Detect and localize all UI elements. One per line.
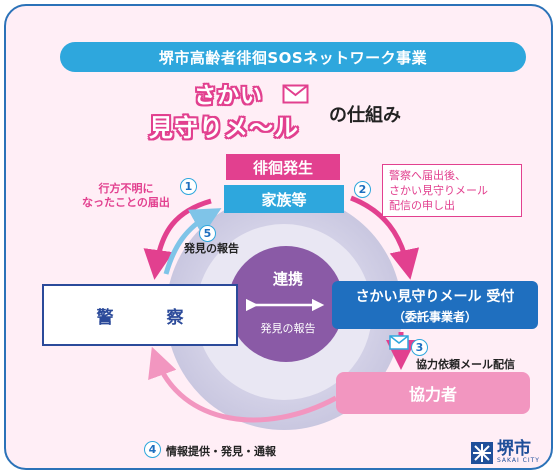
step1-badge: 1	[180, 178, 197, 195]
cooperation-label: 連携	[272, 270, 303, 288]
logo-subtitle: の仕組み	[329, 105, 401, 126]
family-box: 家族等	[224, 185, 344, 213]
diagram-canvas	[143, 194, 420, 430]
arrow-information	[148, 346, 338, 423]
mail-reception-subtitle: （委託事業者）	[392, 309, 477, 324]
sakai-city-logo: 堺市 SAKAI CITY	[471, 441, 540, 464]
diagram-card: 堺市高齢者徘徊SOSネットワーク事業 さかい 見守りメ〜ル の仕組み 徘徊発生 …	[4, 4, 553, 470]
cooperator-box: 協力者	[336, 372, 530, 414]
city-name: 堺市	[497, 439, 531, 459]
step5-text: 発見の報告	[184, 242, 239, 255]
step3-badge: 3	[411, 339, 428, 356]
step4-text: 情報提供・発見・通報	[166, 445, 276, 458]
logo-mimamori-mail: 見守りメ〜ル	[149, 114, 299, 142]
step5-badge: 5	[199, 225, 216, 242]
envelope-icon	[389, 335, 409, 350]
program-title-banner: 堺市高齢者徘徊SOSネットワーク事業	[60, 42, 526, 72]
arrow-discovery-report	[163, 208, 222, 275]
arrow-report-missing	[143, 198, 212, 280]
step1-text: 行方不明に なったことの届出	[82, 182, 170, 209]
step2-text: 警察へ届出後、 さかい見守りメール 配信の申し出	[382, 164, 522, 217]
police-box: 警 察	[42, 284, 238, 346]
wandering-occurs-box: 徘徊発生	[226, 154, 340, 180]
arrow-mail-request	[350, 195, 420, 280]
step2-badge: 2	[354, 181, 371, 198]
envelope-icon	[282, 84, 309, 104]
city-caption: SAKAI CITY	[497, 457, 540, 464]
logo-sakai: さかい	[194, 84, 264, 109]
sakai-city-mark-icon	[471, 441, 493, 464]
mail-reception-box: さかい見守りメール 受付 （委託事業者）	[332, 281, 538, 329]
step3-text: 協力依頼メール配信	[416, 358, 515, 371]
step4-badge: 4	[144, 441, 161, 458]
mail-reception-title: さかい見守りメール 受付	[355, 288, 515, 305]
cooperation-sublabel: 発見の報告	[260, 322, 316, 335]
